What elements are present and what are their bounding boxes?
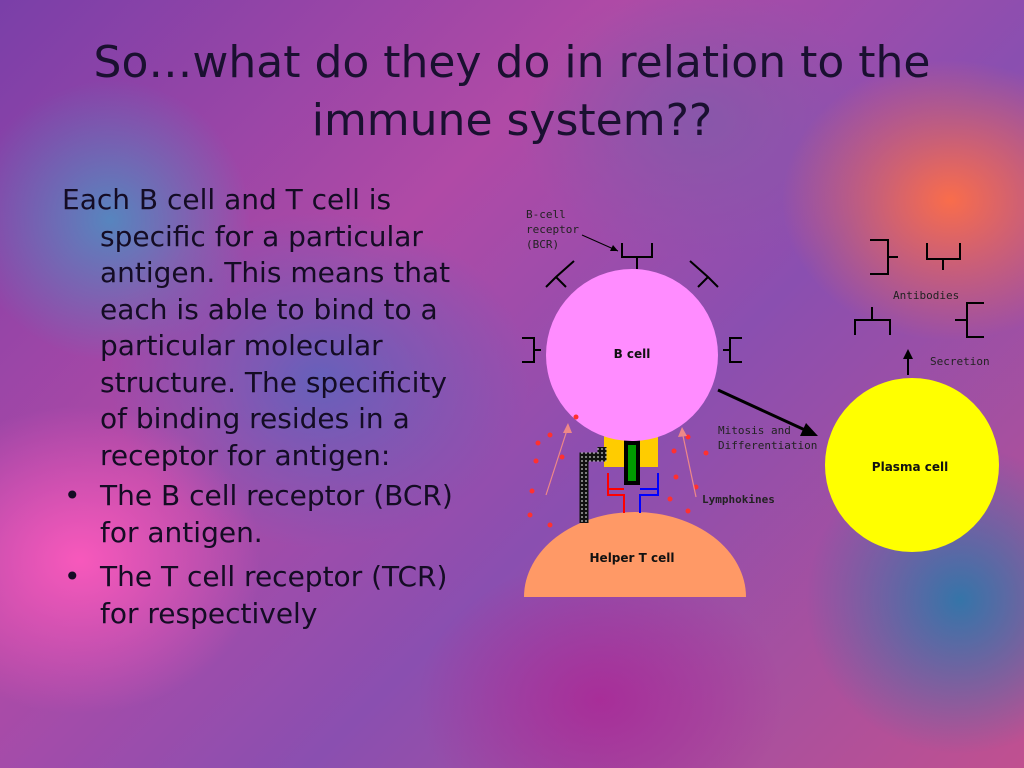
bullet-dot: •	[64, 560, 81, 593]
bcr-receptor-left	[522, 337, 541, 363]
lymphokine-dot	[535, 440, 541, 446]
lymphokine-arrow-left	[545, 426, 569, 496]
lymphokine-arrows	[545, 426, 697, 498]
intro-paragraph: Each B cell and T cell is specific for a…	[62, 183, 451, 472]
bcr-label-line-1: B-cell	[526, 208, 566, 221]
tcr-red-chain	[607, 473, 625, 513]
bullet-item-bcr: • The B cell receptor (BCR) for antigen.	[62, 478, 462, 551]
mhc-dotted-strand	[579, 447, 607, 523]
bullet-dot: •	[64, 479, 81, 512]
bcr-receptor-upper-left	[545, 260, 575, 288]
antibody-4	[955, 302, 984, 338]
lymphokine-dot	[547, 432, 553, 438]
plasma-cell-label: Plasma cell	[872, 460, 948, 474]
tcr-blue-chain	[639, 473, 659, 513]
slide-body: Each B cell and T cell is specific for a…	[62, 182, 462, 640]
antibody-3	[854, 307, 891, 335]
antibodies	[854, 239, 984, 338]
antigen-block	[628, 445, 636, 481]
lymphokine-dot	[671, 448, 677, 454]
lymphokine-dot	[547, 522, 553, 528]
lymphokine-dot	[703, 450, 709, 456]
secretion-label: Secretion	[930, 355, 990, 368]
bcr-receptor-right	[723, 337, 742, 363]
slide-title: So…what do they do in relation to the im…	[93, 37, 931, 146]
b-cell-shape	[546, 269, 718, 441]
bullet-list: • The B cell receptor (BCR) for antigen.…	[62, 478, 462, 632]
helper-t-cell-label: Helper T cell	[590, 551, 675, 565]
lymphokine-dot	[673, 474, 679, 480]
bcr-receptor-top	[621, 243, 653, 269]
bcr-label-line-2: receptor	[526, 223, 579, 236]
tcr-antigen-complex	[579, 433, 659, 523]
lymphokine-dot	[667, 496, 673, 502]
antibody-2	[926, 243, 961, 270]
b-cell-label: B cell	[614, 347, 651, 361]
lymphokine-dots	[527, 414, 709, 528]
lymphokine-dot	[685, 508, 691, 514]
mitosis-arrow	[717, 388, 806, 432]
bullet-text: The B cell receptor (BCR) for antigen.	[100, 479, 453, 549]
bullet-item-tcr: • The T cell receptor (TCR) for respecti…	[62, 559, 462, 632]
lymphokine-arrow-right	[681, 430, 697, 498]
antibodies-label: Antibodies	[893, 289, 959, 302]
lymphokines-label: Lymphokines	[702, 493, 775, 506]
bcr-receptor-upper-right	[689, 260, 719, 288]
lymphokine-dot	[529, 488, 535, 494]
lymphokine-dot	[533, 458, 539, 464]
mitosis-label-line-2: Differentiation	[718, 439, 817, 452]
mitosis-label-line-1: Mitosis and	[718, 424, 791, 437]
antibody-1	[870, 239, 898, 275]
lymphokine-dot	[573, 414, 579, 420]
bcr-label-line-3: (BCR)	[526, 238, 559, 251]
bcr-receptors	[522, 243, 742, 363]
bullet-text: The T cell receptor (TCR) for respective…	[100, 560, 448, 630]
lymphokine-dot	[527, 512, 533, 518]
immune-diagram: Helper T cell B cell B-cell receptor (BC…	[522, 208, 999, 597]
lymphokine-dot	[559, 454, 565, 460]
plasma-cell-shape	[825, 378, 999, 552]
helper-t-cell-shape	[524, 512, 746, 597]
